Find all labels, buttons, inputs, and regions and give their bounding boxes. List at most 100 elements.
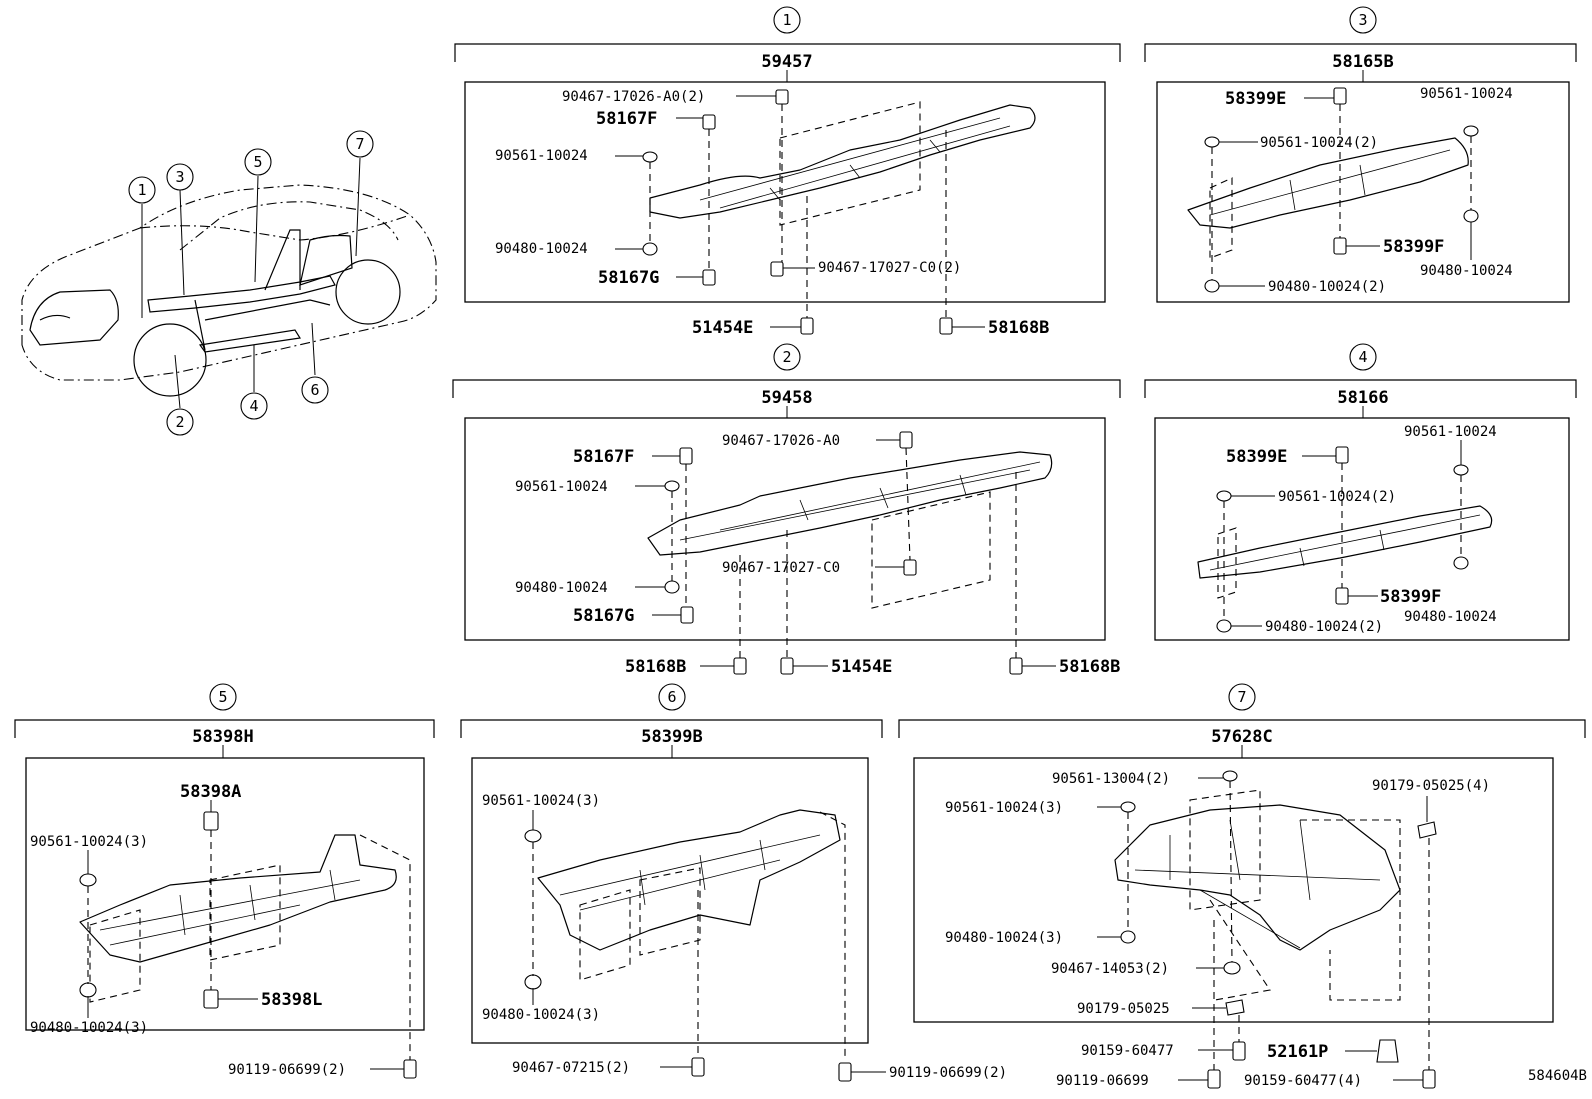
part-label[interactable]: 90561-10024 <box>1404 424 1497 440</box>
part-label[interactable]: 90561-10024 <box>515 479 608 495</box>
part-label[interactable]: 58399F <box>1380 587 1441 607</box>
part-label[interactable]: 90179-05025(4) <box>1372 778 1490 794</box>
svg-text:6: 6 <box>667 688 676 706</box>
part-label[interactable]: 90561-10024(3) <box>945 800 1063 816</box>
part-label[interactable]: 90467-14053(2) <box>1051 961 1169 977</box>
group-4: 4 58166 58399E 90561-10024 90561-10024(2… <box>1144 343 1577 641</box>
part-label[interactable]: 58398L <box>261 990 322 1010</box>
part-label[interactable]: 90561-10024(3) <box>482 793 600 809</box>
part-label[interactable]: 58399F <box>1383 237 1444 257</box>
group-6-frame <box>471 757 869 1044</box>
part-label[interactable]: 90480-10024(2) <box>1268 279 1386 295</box>
part-label[interactable]: 90119-06699(2) <box>889 1065 1007 1081</box>
group-7-frame <box>913 757 1554 1023</box>
part-label[interactable]: 51454E <box>831 657 892 677</box>
group-7-callout[interactable]: 7 <box>1228 683 1256 711</box>
group-3-callout[interactable]: 3 <box>1349 6 1377 34</box>
part-label[interactable]: 90561-10024 <box>1420 86 1513 102</box>
part-label[interactable]: 58168B <box>1059 657 1120 677</box>
part-label[interactable]: 58167F <box>573 447 634 467</box>
part-label[interactable]: 90480-10024(3) <box>945 930 1063 946</box>
svg-text:1: 1 <box>782 11 791 29</box>
undercover-58399B[interactable] <box>537 809 841 951</box>
svg-text:4: 4 <box>249 397 258 415</box>
group-3-frame <box>1156 81 1570 303</box>
part-label[interactable]: 90159-60477 <box>1081 1043 1174 1059</box>
part-label[interactable]: 58398A <box>180 782 241 802</box>
svg-text:3: 3 <box>1358 11 1367 29</box>
part-label[interactable]: 90561-10024(2) <box>1278 489 1396 505</box>
overview-callout-2[interactable]: 2 <box>166 408 194 436</box>
group-7-assembly[interactable]: 57628C <box>1211 727 1272 747</box>
part-label[interactable]: 58167G <box>573 606 634 626</box>
group-6-assembly[interactable]: 58399B <box>641 727 702 747</box>
svg-text:6: 6 <box>310 381 319 399</box>
part-label[interactable]: 58167F <box>596 109 657 129</box>
part-label[interactable]: 90467-17026-A0 <box>722 433 840 449</box>
part-label[interactable]: 58167G <box>598 268 659 288</box>
group-4-frame <box>1154 417 1570 641</box>
svg-text:1: 1 <box>137 181 146 199</box>
overview-callout-6[interactable]: 6 <box>301 376 329 404</box>
part-label[interactable]: 90480-10024 <box>1420 263 1513 279</box>
overview-callout-5[interactable]: 5 <box>244 148 272 176</box>
part-label[interactable]: 90467-17026-A0(2) <box>562 89 705 105</box>
part-label[interactable]: 90159-60477(4) <box>1244 1073 1362 1089</box>
part-label[interactable]: 90561-13004(2) <box>1052 771 1170 787</box>
group-5-assembly[interactable]: 58398H <box>192 727 253 747</box>
group-1-assembly[interactable]: 59457 <box>761 52 812 72</box>
part-label[interactable]: 90467-17027-C0(2) <box>818 260 961 276</box>
part-label[interactable]: 90119-06699(2) <box>228 1062 346 1078</box>
undercover-59458[interactable] <box>647 451 1053 556</box>
part-label[interactable]: 90179-05025 <box>1077 1001 1170 1017</box>
svg-text:4: 4 <box>1358 348 1367 366</box>
part-label[interactable]: 90480-10024(2) <box>1265 619 1383 635</box>
overview-callout-1[interactable]: 1 <box>128 176 156 204</box>
part-label[interactable]: 90561-10024(3) <box>30 834 148 850</box>
part-label[interactable]: 90561-10024(2) <box>1260 135 1378 151</box>
group-3-assembly[interactable]: 58165B <box>1332 52 1393 72</box>
part-label[interactable]: 90480-10024 <box>515 580 608 596</box>
group-2: 2 59458 58167F 90467-17026-A0 <box>452 343 1121 677</box>
part-label[interactable]: 58399E <box>1225 89 1286 109</box>
overview-callout-7[interactable]: 7 <box>346 130 374 158</box>
group-5-callout[interactable]: 5 <box>209 683 237 711</box>
undercover-58166[interactable] <box>1197 505 1493 579</box>
group-4-callout[interactable]: 4 <box>1349 343 1377 371</box>
part-label[interactable]: 90119-06699 <box>1056 1073 1149 1089</box>
group-4-assembly[interactable]: 58166 <box>1337 388 1388 408</box>
undercover-57628C[interactable] <box>1114 804 1401 951</box>
part-label[interactable]: 90480-10024(3) <box>482 1007 600 1023</box>
group-7: 7 57628C 90561-13004(2 <box>898 683 1586 1089</box>
group-2-frame <box>464 417 1106 641</box>
group-6-callout[interactable]: 6 <box>658 683 686 711</box>
part-label[interactable]: 52161P <box>1267 1042 1328 1062</box>
part-label[interactable]: 90467-17027-C0 <box>722 560 840 576</box>
group-1: 1 59457 90467-17026-A0(2) 58 <box>454 6 1121 338</box>
diagram-code: 584604B <box>1528 1068 1587 1084</box>
svg-text:7: 7 <box>1237 688 1246 706</box>
svg-text:2: 2 <box>782 348 791 366</box>
group-2-assembly[interactable]: 59458 <box>761 388 812 408</box>
part-label[interactable]: 58168B <box>988 318 1049 338</box>
group-5-frame <box>25 757 425 1031</box>
group-1-callout[interactable]: 1 <box>773 6 801 34</box>
part-label[interactable]: 90467-07215(2) <box>512 1060 630 1076</box>
part-label[interactable]: 51454E <box>692 318 753 338</box>
overview-callout-3[interactable]: 3 <box>166 163 194 191</box>
part-label[interactable]: 90561-10024 <box>495 148 588 164</box>
part-label[interactable]: 90480-10024 <box>1404 609 1497 625</box>
overview-callout-4[interactable]: 4 <box>240 392 268 420</box>
part-label[interactable]: 58399E <box>1226 447 1287 467</box>
part-label[interactable]: 90480-10024 <box>495 241 588 257</box>
part-label[interactable]: 58168B <box>625 657 686 677</box>
undercover-58165B[interactable] <box>1187 137 1469 229</box>
group-2-callout[interactable]: 2 <box>773 343 801 371</box>
svg-text:2: 2 <box>175 413 184 431</box>
undercover-58398H[interactable] <box>79 834 397 963</box>
group-5: 5 58398H 58398A 90561-10024(3) 58398L 90… <box>14 683 435 1079</box>
svg-text:5: 5 <box>253 153 262 171</box>
part-label[interactable]: 90480-10024(3) <box>30 1020 148 1036</box>
undercover-59457[interactable] <box>649 104 1036 219</box>
